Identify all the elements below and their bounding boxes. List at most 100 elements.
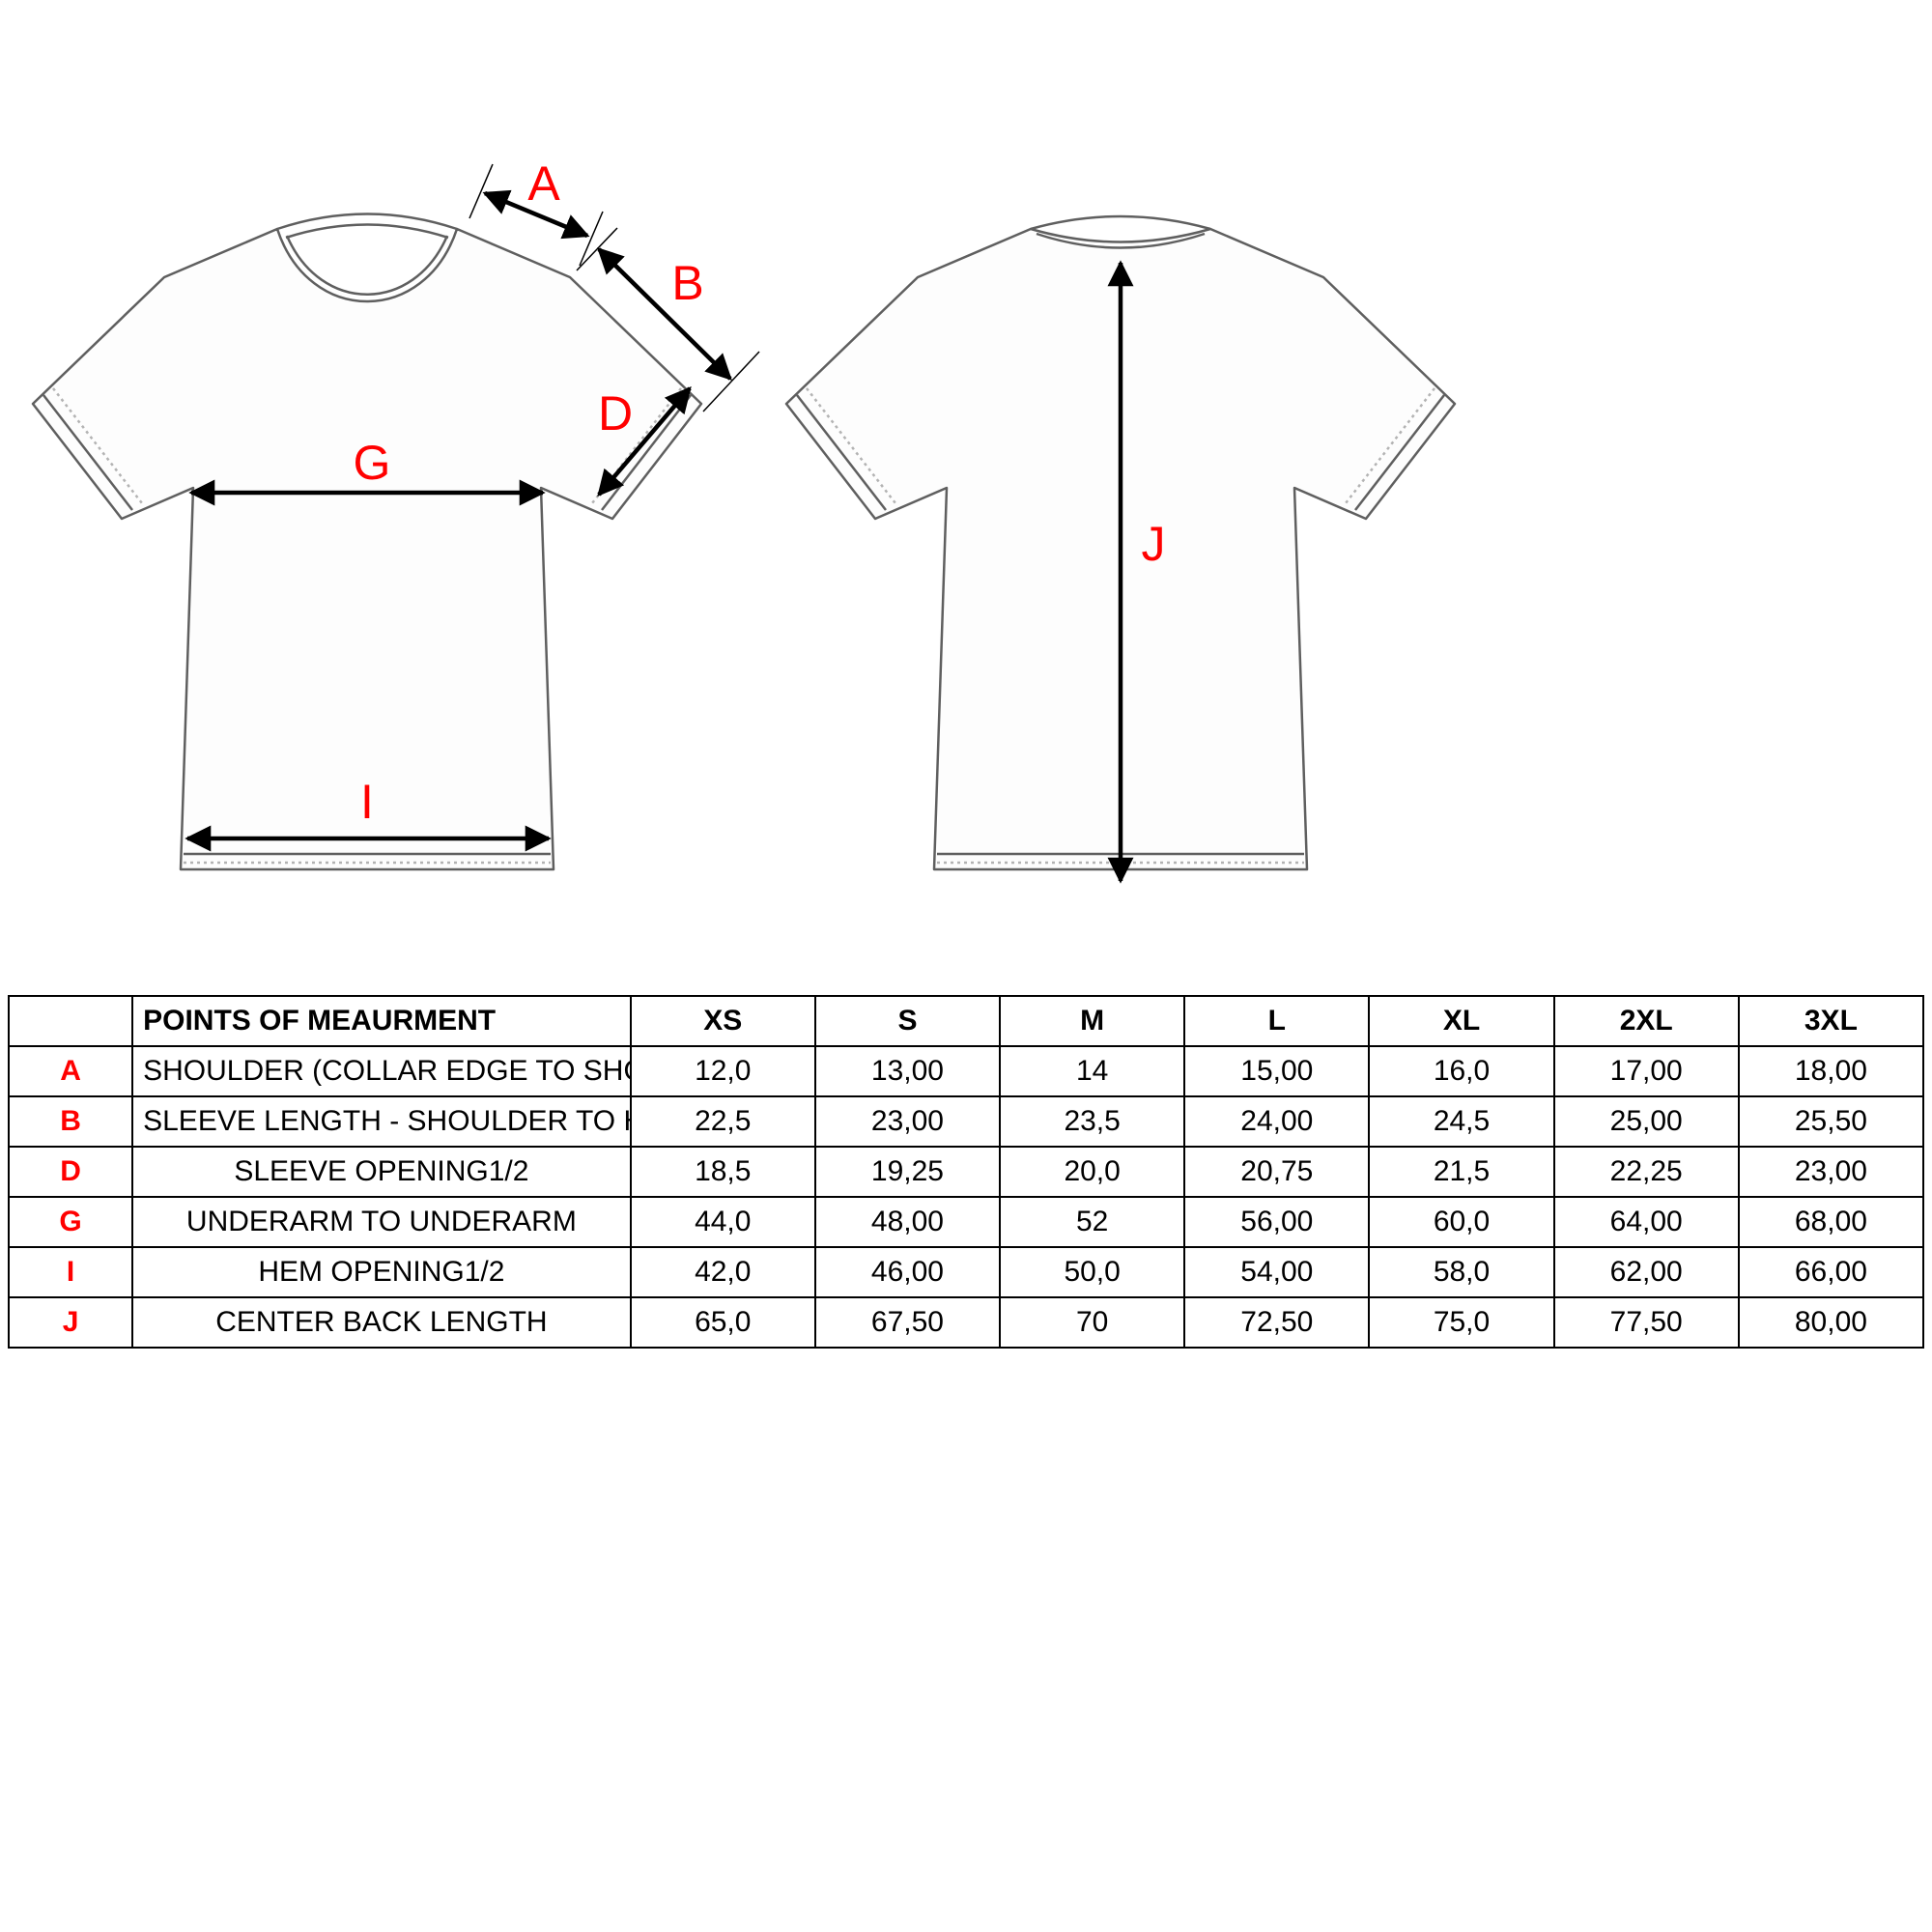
measurement-value: 75,0: [1368, 1296, 1555, 1349]
measurement-value: 24,5: [1368, 1095, 1555, 1148]
measurement-value: 21,5: [1368, 1146, 1555, 1198]
size-column-header: 3XL: [1737, 995, 1925, 1047]
measurement-value: 44,0: [629, 1196, 816, 1248]
measurement-value: 24,00: [1183, 1095, 1371, 1148]
measurement-value: 20,0: [999, 1146, 1186, 1198]
front-shirt-drawing: [31, 213, 703, 871]
front-collar-back-edge: [276, 213, 458, 231]
measurement-key: I: [7, 1246, 134, 1298]
measurement-value: 17,00: [1552, 1045, 1740, 1097]
measurement-label: SHOULDER (COLLAR EDGE TO SHOULDER EDGE): [131, 1045, 632, 1097]
front-shirt-stitching: [52, 387, 682, 865]
label-a: A: [527, 156, 560, 211]
measurement-value: 58,0: [1368, 1246, 1555, 1298]
size-column-header: M: [999, 995, 1186, 1047]
measurement-arrows: [185, 163, 1134, 884]
back-left-cuff-fold: [796, 394, 887, 511]
measurement-value: 66,00: [1737, 1246, 1925, 1298]
measurement-value: 56,00: [1183, 1196, 1371, 1248]
back-collar-seam: [1036, 232, 1206, 249]
measurement-value: 14: [999, 1045, 1186, 1097]
measurement-value: 20,75: [1183, 1146, 1371, 1198]
label-d: D: [598, 386, 633, 440]
measurement-value: 80,00: [1737, 1296, 1925, 1349]
measurement-key: D: [7, 1146, 134, 1198]
measurement-value: 42,0: [629, 1246, 816, 1298]
measurement-key: G: [7, 1196, 134, 1248]
measurement-label: HEM OPENING1/2: [131, 1246, 632, 1298]
arrow-a-shoulder: [482, 189, 590, 240]
points-of-measurement-header: POINTS OF MEAURMENT: [131, 995, 632, 1047]
tshirt-measurement-diagram: A B D G I J: [31, 156, 1457, 884]
measurement-value: 68,00: [1737, 1196, 1925, 1248]
size-column-header: L: [1183, 995, 1371, 1047]
measurement-value: 65,0: [629, 1296, 816, 1349]
measurement-value: 52: [999, 1196, 1186, 1248]
label-g: G: [354, 436, 391, 490]
arrow-a-guide-end: [579, 211, 604, 267]
size-column-header: S: [813, 995, 1002, 1047]
label-i: I: [360, 775, 374, 829]
measurement-label: CENTER BACK LENGTH: [131, 1296, 632, 1349]
measurement-value: 46,00: [813, 1246, 1002, 1298]
label-b: B: [671, 256, 703, 310]
size-column-header: XS: [629, 995, 816, 1047]
measurement-value: 19,25: [813, 1146, 1002, 1198]
back-collar-top-edge: [1030, 214, 1211, 231]
measurement-value: 18,00: [1737, 1045, 1925, 1097]
measurement-value: 23,00: [813, 1095, 1002, 1148]
measurement-value: 54,00: [1183, 1246, 1371, 1298]
measurement-value: 22,25: [1552, 1146, 1740, 1198]
front-left-cuff-fold: [43, 394, 133, 511]
arrow-a-guide-start: [469, 163, 494, 219]
size-column-header: XL: [1368, 995, 1555, 1047]
measurement-key: J: [7, 1296, 134, 1349]
measurement-key: A: [7, 1045, 134, 1097]
table-corner-cell: [7, 995, 134, 1047]
measurement-value: 13,00: [813, 1045, 1002, 1097]
label-j: J: [1142, 517, 1166, 571]
measurement-label: SLEEVE LENGTH - SHOULDER TO HEM: [131, 1095, 632, 1148]
back-right-cuff-fold: [1354, 394, 1445, 511]
front-neckline-seam: [285, 235, 449, 296]
measurement-value: 23,00: [1737, 1146, 1925, 1198]
measurement-value: 70: [999, 1296, 1186, 1349]
arrow-b-guide-start: [576, 227, 618, 271]
measurement-value: 67,50: [813, 1296, 1002, 1349]
measurement-value: 60,0: [1368, 1196, 1555, 1248]
measurement-label: SLEEVE OPENING1/2: [131, 1146, 632, 1198]
front-collar-inner-edge: [285, 223, 449, 240]
measurement-value: 48,00: [813, 1196, 1002, 1248]
measurement-key: B: [7, 1095, 134, 1148]
measurement-value: 62,00: [1552, 1246, 1740, 1298]
measurement-value: 25,50: [1737, 1095, 1925, 1148]
measurement-value: 50,0: [999, 1246, 1186, 1298]
measurement-value: 16,0: [1368, 1045, 1555, 1097]
measurement-value: 77,50: [1552, 1296, 1740, 1349]
arrow-b-guide-end: [702, 351, 760, 412]
size-column-header: 2XL: [1552, 995, 1740, 1047]
measurement-value: 64,00: [1552, 1196, 1740, 1248]
measurement-label: UNDERARM TO UNDERARM: [131, 1196, 632, 1248]
measurement-value: 25,00: [1552, 1095, 1740, 1148]
arrow-b-sleeve-length: [597, 247, 732, 381]
measurement-value: 23,5: [999, 1095, 1186, 1148]
front-shirt-body-outline: [31, 227, 703, 871]
measurement-value: 12,0: [629, 1045, 816, 1097]
measurement-value: 72,50: [1183, 1296, 1371, 1349]
measurement-value: 22,5: [629, 1095, 816, 1148]
measurement-value: 15,00: [1183, 1045, 1371, 1097]
measurement-value: 18,5: [629, 1146, 816, 1198]
measurement-labels: A B D G I J: [354, 156, 1166, 829]
